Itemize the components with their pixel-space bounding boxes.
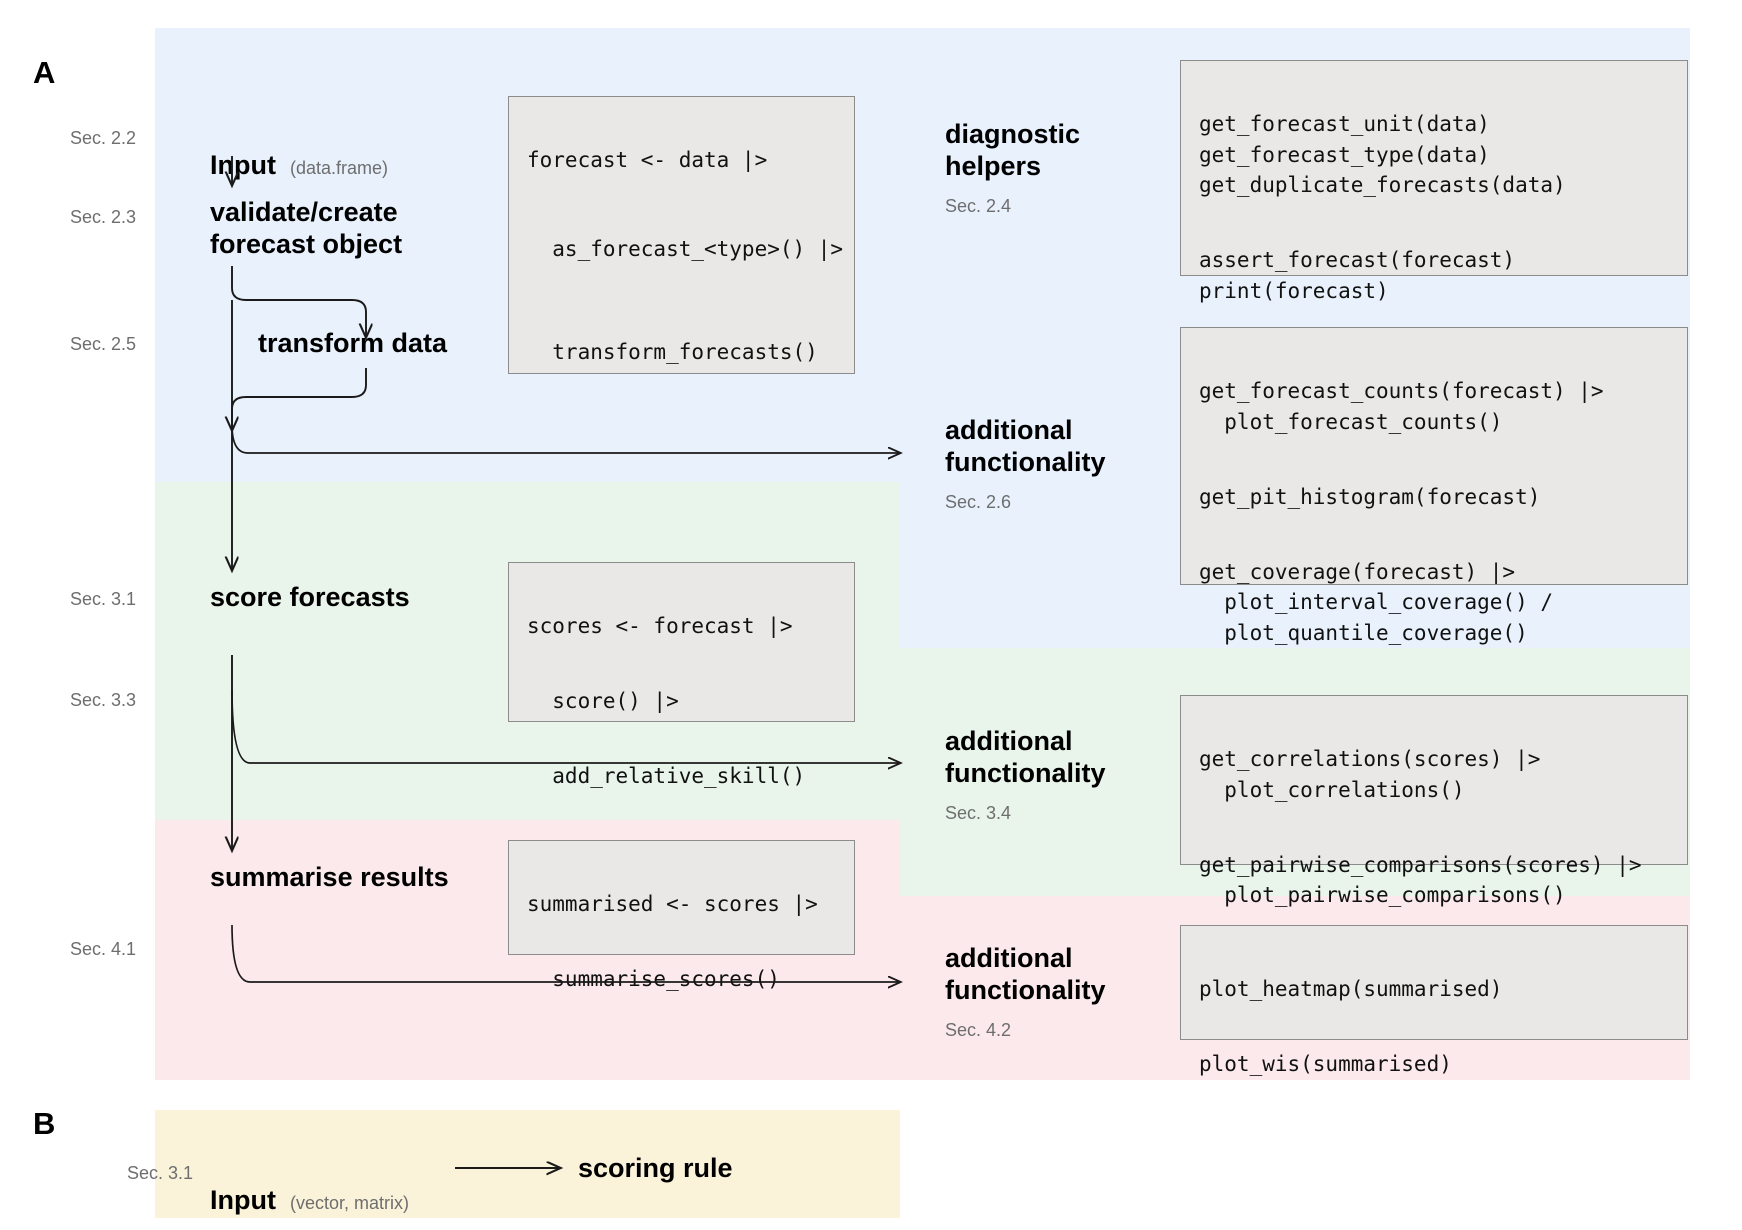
section-label-2-5: Sec. 2.5	[70, 334, 137, 354]
code-line: print(forecast)	[1199, 278, 1389, 303]
node-additional-functionality-forecast: additional functionality	[945, 415, 1106, 478]
code-block-diagnostic-helpers: get_forecast_unit(data) get_forecast_typ…	[1180, 60, 1688, 303]
code-line: scores <- forecast |>	[527, 614, 793, 639]
code-block-additional-forecast: get_forecast_counts(forecast) |> plot_fo…	[1180, 327, 1688, 645]
code-block-additional-summarised: plot_heatmap(summarised) plot_wis(summar…	[1180, 925, 1688, 1076]
node-input-label: Input	[210, 150, 276, 181]
section-label-3-3: Sec. 3.3	[70, 690, 137, 710]
code-line: get_forecast_type(data)	[1199, 142, 1490, 167]
code-line: score() |>	[527, 689, 679, 714]
code-block-additional-scores: get_correlations(scores) |> plot_correla…	[1180, 695, 1688, 907]
section-label-2-3: Sec. 2.3	[70, 207, 137, 227]
code-line: plot_interval_coverage() /	[1199, 590, 1554, 615]
code-line: get_forecast_counts(forecast) |>	[1199, 379, 1604, 404]
panel-a-letter: A	[33, 55, 56, 90]
code-line: plot_pairwise_comparisons()	[1199, 883, 1566, 908]
section-label-4-1: Sec. 4.1	[70, 939, 137, 959]
node-validate-create-forecast-object: validate/create forecast object	[210, 197, 403, 260]
code-line: summarise_scores()	[527, 967, 780, 992]
code-line: get_pairwise_comparisons(scores) |>	[1199, 852, 1642, 877]
section-label-3-1-b: Sec. 3.1	[127, 1163, 194, 1183]
code-line: get_pit_histogram(forecast)	[1199, 484, 1541, 509]
node-input-subtitle: (data.frame)	[289, 158, 389, 179]
band-panel-b	[155, 1110, 900, 1218]
node-input-b: Input (vector, matrix)	[210, 1152, 409, 1217]
code-line: plot_heatmap(summarised)	[1199, 977, 1503, 1002]
node-additional-functionality-summarised: additional functionality	[945, 943, 1106, 1006]
code-line: add_relative_skill()	[527, 764, 806, 789]
section-label-3-1: Sec. 3.1	[70, 589, 137, 609]
code-line: get_forecast_unit(data)	[1199, 112, 1490, 137]
node-summarise-results: summarise results	[210, 862, 449, 892]
section-label-3-4: Sec. 3.4	[945, 803, 1012, 823]
code-line: assert_forecast(forecast)	[1199, 248, 1516, 273]
code-line: get_coverage(forecast) |>	[1199, 559, 1516, 584]
code-line: plot_wis(summarised)	[1199, 1052, 1452, 1077]
code-line: get_correlations(scores) |>	[1199, 747, 1541, 772]
node-input-b-label: Input	[210, 1185, 276, 1216]
node-scoring-rule: scoring rule	[578, 1153, 733, 1183]
code-line: as_forecast_<type>() |>	[527, 237, 844, 262]
code-line: forecast <- data |>	[527, 148, 768, 173]
node-input-b-subtitle: (vector, matrix)	[289, 1193, 409, 1214]
section-label-2-4: Sec. 2.4	[945, 196, 1012, 216]
code-line: get_duplicate_forecasts(data)	[1199, 173, 1566, 198]
code-block-create-forecast: forecast <- data |> as_forecast_<type>()…	[508, 96, 855, 374]
code-line: plot_correlations()	[1199, 777, 1465, 802]
panel-b-letter: B	[33, 1106, 56, 1141]
node-additional-functionality-scores: additional functionality	[945, 726, 1106, 789]
section-label-4-2: Sec. 4.2	[945, 1020, 1012, 1040]
node-transform-data: transform data	[258, 328, 448, 358]
node-diagnostic-helpers: diagnostic helpers	[945, 119, 1081, 182]
section-label-2-6: Sec. 2.6	[945, 492, 1012, 512]
node-score-forecasts: score forecasts	[210, 582, 410, 612]
node-input: Input (data.frame)	[210, 117, 388, 182]
code-line: transform_forecasts()	[527, 340, 818, 365]
code-block-summarise: summarised <- scores |> summarise_scores…	[508, 840, 855, 991]
code-line: summarised <- scores |>	[527, 892, 818, 917]
code-block-score: scores <- forecast |> score() |> add_rel…	[508, 562, 855, 788]
code-line: plot_quantile_coverage()	[1199, 620, 1528, 645]
section-label-2-2: Sec. 2.2	[70, 128, 137, 148]
code-line: plot_forecast_counts()	[1199, 409, 1503, 434]
